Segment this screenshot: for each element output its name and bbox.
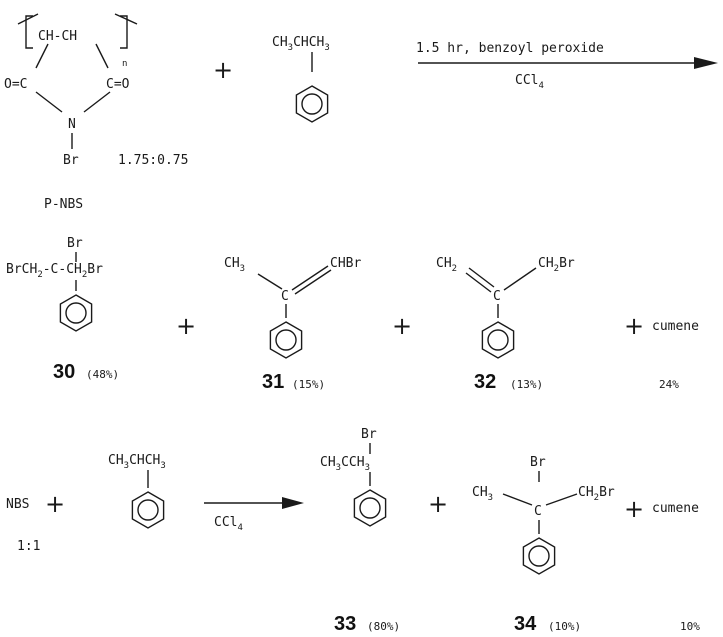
p32-methylene: CH2: [436, 256, 457, 274]
p31-double-bond-b: [294, 269, 332, 295]
p34-ch2br: CH2Br: [578, 485, 615, 503]
cumene-yield-2: 10%: [680, 620, 700, 633]
p-nbs-polymer: CH-CH n O=C C=O N Br P-NBS: [4, 13, 138, 212]
imide-nitrogen: N: [68, 117, 76, 132]
p34-carbon: C: [534, 504, 542, 519]
p31-carbon: C: [281, 289, 289, 304]
polymer-repeat-n: n: [122, 59, 127, 69]
yield-32: (13%): [510, 378, 543, 391]
polymer-chain-left: [17, 13, 39, 25]
product-31: CH3 C CHBr 31 (15%): [224, 256, 361, 393]
p32-bond-right: [503, 267, 537, 291]
p31-methyl: CH3: [224, 256, 245, 274]
plus-sign-1: +: [213, 56, 233, 84]
yield-31: (15%): [292, 378, 325, 391]
compound-number-33: 33: [334, 613, 356, 635]
ring-bond-right: [95, 43, 109, 69]
arrow-head-icon: [694, 57, 718, 69]
p34-bond-right: [545, 493, 578, 506]
n-bromine: Br: [63, 153, 79, 168]
p30-top-br: Br: [67, 236, 83, 251]
p34-methyl: CH3: [472, 485, 493, 503]
p31-double-bond-a: [291, 265, 329, 291]
nbs-label: NBS: [6, 497, 29, 512]
benzene-ring-icon: [522, 537, 556, 575]
p32-double-bond-a: [468, 267, 495, 288]
p30-formula: BrCH2-C-CH2Br: [6, 262, 103, 280]
compound-number-30: 30: [53, 361, 75, 383]
p32-ch2br: CH2Br: [538, 256, 575, 274]
compound-number-31: 31: [262, 371, 284, 393]
cumene-reagent: CH3CHCH3: [272, 35, 330, 123]
p34-bond-left: [502, 493, 533, 506]
cumene-reagent-2: CH3CHCH3: [108, 453, 166, 529]
yield-33: (80%): [367, 620, 400, 633]
ring-bond-left: [35, 43, 49, 69]
plus-sign-4: +: [624, 312, 644, 340]
arrow-solvent-2: CCl4: [214, 515, 243, 533]
polymer-backbone-ch: CH-CH: [38, 29, 77, 44]
p33-br: Br: [361, 427, 377, 442]
compound-number-32: 32: [474, 371, 496, 393]
yield-34: (10%): [548, 620, 581, 633]
carbonyl-right: C=O: [106, 77, 130, 92]
p32-carbon: C: [493, 289, 501, 304]
plus-sign-5: +: [45, 490, 65, 518]
product-33: Br CH3CCH3 33 (80%): [320, 427, 400, 635]
product-34: Br CH3 C CH2Br 34 (10%): [472, 455, 615, 635]
reagent-ratio: 1.75:0.75: [118, 153, 188, 168]
cumene-yield-1: 24%: [659, 378, 679, 391]
benzene-ring-icon: [295, 85, 329, 123]
benzene-ring-icon: [59, 294, 93, 332]
cumene-label-1: cumene: [652, 319, 699, 334]
polymer-bracket-right: [120, 15, 128, 49]
arrow-solvent: CCl4: [515, 73, 544, 91]
reaction-arrow-1: 1.5 hr, benzoyl peroxide CCl4: [416, 41, 718, 91]
plus-sign-7: +: [624, 495, 644, 523]
carbonyl-left: O=C: [4, 77, 27, 92]
yield-30: (48%): [86, 368, 119, 381]
ring-bond-cn-right: [83, 91, 111, 113]
benzene-ring-icon: [353, 489, 387, 527]
product-30: Br BrCH2-C-CH2Br 30 (48%): [6, 236, 119, 383]
plus-sign-6: +: [428, 490, 448, 518]
arrow-conditions-above: 1.5 hr, benzoyl peroxide: [416, 41, 604, 56]
nbs-ratio: 1:1: [17, 539, 40, 554]
plus-sign-3: +: [392, 312, 412, 340]
benzene-ring-icon: [481, 321, 515, 359]
polymer-chain-right: [114, 13, 138, 25]
plus-sign-2: +: [176, 312, 196, 340]
cumene-formula-2: CH3CHCH3: [108, 453, 166, 471]
polymer-label: P-NBS: [44, 197, 83, 212]
p34-br: Br: [530, 455, 546, 470]
reaction-arrow-2: CCl4: [204, 497, 304, 533]
cumene-label-2: cumene: [652, 501, 699, 516]
arrow-head-icon: [282, 497, 304, 509]
benzene-ring-icon: [269, 321, 303, 359]
p32-double-bond-b: [465, 272, 492, 293]
p33-formula: CH3CCH3: [320, 455, 370, 473]
cumene-formula: CH3CHCH3: [272, 35, 330, 53]
compound-number-34: 34: [514, 613, 537, 635]
p31-chbr: CHBr: [330, 256, 361, 271]
polymer-bracket-left: [25, 15, 33, 49]
ring-bond-cn-left: [35, 91, 63, 113]
benzene-ring-icon: [131, 491, 165, 529]
p31-bond-left: [257, 273, 283, 290]
product-32: CH2 C CH2Br 32 (13%): [436, 256, 575, 393]
